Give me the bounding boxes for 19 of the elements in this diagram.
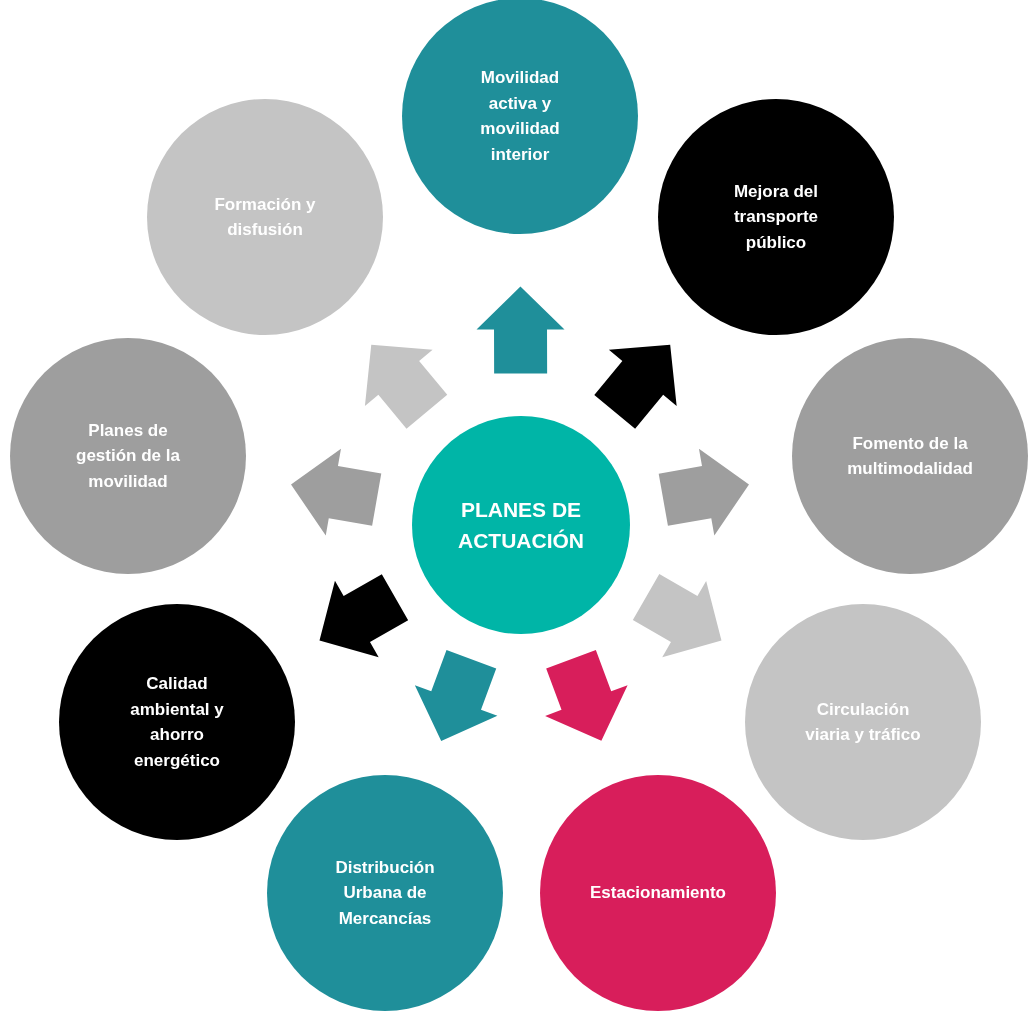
topic-label: Movilidad activa y movilidad interior (479, 67, 561, 166)
center-title: PLANES DE ACTUACIÓN (457, 496, 585, 554)
topic-label: Distribución Urbana de Mercancías (334, 856, 436, 930)
block-arrow (594, 344, 677, 429)
block-arrow (319, 574, 409, 658)
topic-label: Mejora del transporte público (732, 180, 820, 254)
topic-label: Circulación viaria y tráfico (804, 698, 922, 746)
block-arrow (414, 650, 498, 741)
topic-label: Estacionamiento (589, 882, 726, 905)
block-arrow (632, 574, 722, 658)
block-arrow (364, 344, 448, 429)
block-arrow (476, 286, 565, 374)
topic-label: Fomento de la multimodalidad (846, 432, 974, 480)
topic-label: Formación y disfusión (213, 193, 317, 241)
block-arrow (658, 448, 749, 536)
topic-label: Planes de gestión de la movilidad (75, 419, 181, 493)
topic-label: Calidad ambiental y ahorro energético (129, 673, 225, 772)
block-arrow (291, 448, 382, 536)
block-arrow (545, 650, 628, 741)
